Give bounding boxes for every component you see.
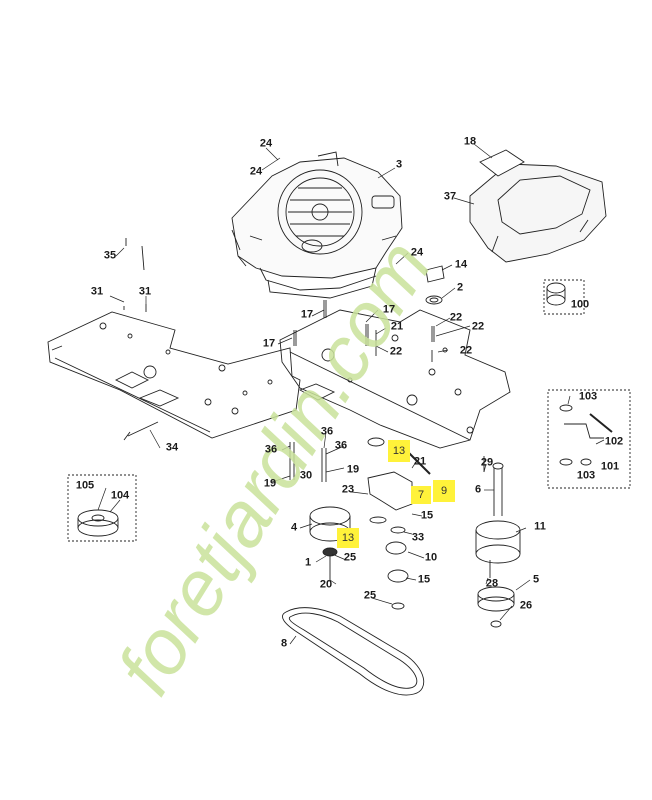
- part-label-2: 2: [456, 281, 464, 294]
- clutch-11-pulley-5: [475, 462, 521, 628]
- highlight-13: 13: [388, 440, 410, 462]
- part-label-103: 103: [576, 469, 596, 482]
- part-label-15: 15: [420, 509, 434, 522]
- part-label-15: 15: [417, 573, 431, 586]
- part-label-103: 103: [578, 390, 598, 403]
- part-label-23: 23: [341, 483, 355, 496]
- part-label-4: 4: [290, 521, 298, 534]
- highlight-13: 13: [337, 528, 359, 548]
- belt-tensioner-bracket: [367, 437, 431, 610]
- highlight-7: 7: [411, 486, 431, 504]
- left-deck-plate: [47, 311, 301, 439]
- part-label-22: 22: [459, 344, 473, 357]
- part-label-5: 5: [532, 573, 540, 586]
- part-label-24: 24: [249, 165, 263, 178]
- bolts: [123, 238, 491, 580]
- part-label-21: 21: [390, 320, 404, 333]
- part-label-25: 25: [343, 551, 357, 564]
- belt-8: [282, 607, 425, 696]
- part-label-26: 26: [519, 599, 533, 612]
- part-label-8: 8: [280, 637, 288, 650]
- part-label-14: 14: [454, 258, 468, 271]
- part-label-30: 30: [299, 469, 313, 482]
- part-label-36: 36: [320, 425, 334, 438]
- part-label-25: 25: [363, 589, 377, 602]
- engine: [231, 151, 403, 299]
- part-label-31: 31: [138, 285, 152, 298]
- part-label-101: 101: [600, 460, 620, 473]
- part-label-34: 34: [165, 441, 179, 454]
- part-100-spacer: [543, 279, 585, 315]
- part-label-20: 20: [319, 578, 333, 591]
- part-label-33: 33: [411, 531, 425, 544]
- highlight-9: 9: [433, 480, 455, 502]
- part-label-24: 24: [410, 246, 424, 259]
- part-34-rod: [123, 421, 159, 441]
- part-label-31: 31: [90, 285, 104, 298]
- part-label-11: 11: [534, 520, 546, 533]
- part-label-29: 29: [480, 456, 494, 469]
- part-label-105: 105: [75, 479, 95, 492]
- part-label-37: 37: [443, 190, 457, 203]
- part-label-35: 35: [103, 249, 117, 262]
- part-label-22: 22: [471, 320, 485, 333]
- right-deck-plate: [279, 309, 511, 449]
- part-label-100: 100: [570, 298, 590, 311]
- part-label-36: 36: [264, 443, 278, 456]
- part-label-22: 22: [449, 311, 463, 324]
- part-label-17: 17: [382, 303, 396, 316]
- part-label-21: 21: [413, 455, 427, 468]
- rear-cover: [469, 149, 607, 263]
- part-label-10: 10: [424, 551, 438, 564]
- part-label-36: 36: [334, 439, 348, 452]
- part-label-1: 1: [304, 556, 312, 569]
- part-label-3: 3: [395, 158, 403, 171]
- part-label-19: 19: [346, 463, 360, 476]
- part-label-102: 102: [604, 435, 624, 448]
- part-label-28: 28: [485, 577, 499, 590]
- part-label-19: 19: [263, 477, 277, 490]
- part-label-24: 24: [259, 137, 273, 150]
- part-label-104: 104: [110, 489, 130, 502]
- inset-spring-kit: [547, 389, 631, 489]
- parts-14-2: [425, 265, 445, 305]
- part-label-22: 22: [389, 345, 403, 358]
- part-label-6: 6: [474, 483, 482, 496]
- part-label-17: 17: [300, 308, 314, 321]
- leader-lines: [97, 143, 605, 645]
- part-label-17: 17: [262, 337, 276, 350]
- part-label-18: 18: [463, 135, 477, 148]
